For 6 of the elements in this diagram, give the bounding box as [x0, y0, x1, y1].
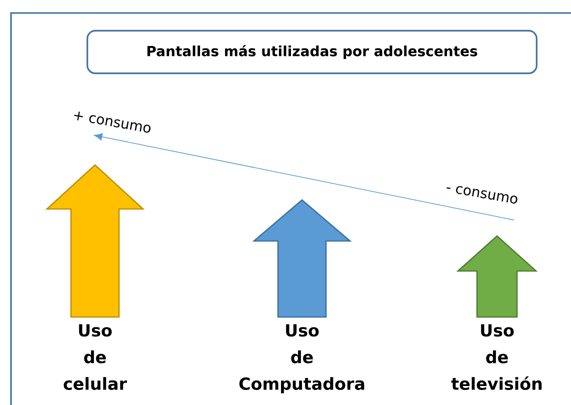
- axis-label: + consumo: [74, 112, 150, 133]
- arrow-label: Uso de celular: [64, 324, 127, 390]
- title-box: Pantallas más utilizadas por adolescentes: [86, 30, 538, 74]
- axis-label: - consumo: [446, 186, 518, 204]
- arrow-label: Uso de Computadora: [239, 324, 364, 394]
- arrow-label: Uso de televisión: [451, 324, 542, 390]
